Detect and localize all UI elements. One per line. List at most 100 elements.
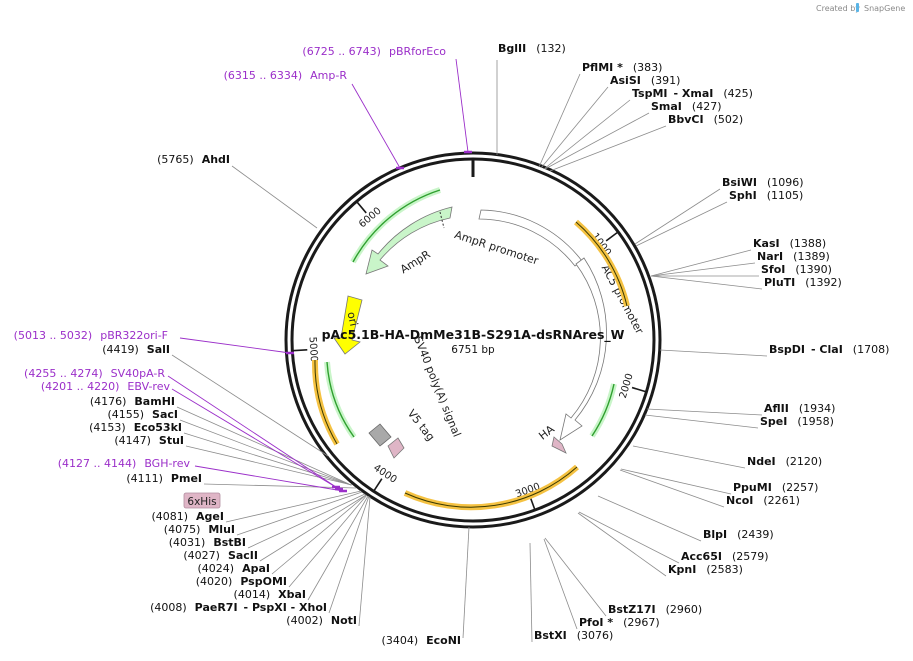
- enzyme-name: SphI: [729, 189, 757, 202]
- enzyme-label: (3404)EcoNI: [382, 634, 461, 647]
- green-arrow-left: [324, 361, 357, 439]
- enzyme-name: SacII: [228, 549, 258, 562]
- created-by-label: Created by: [816, 4, 860, 13]
- snapgene-logo-icon: [856, 3, 859, 12]
- plasmid-length: 6751 bp: [451, 344, 495, 356]
- enzyme-position: (1708): [853, 343, 890, 356]
- enzyme-name: SalI: [147, 343, 170, 356]
- green-arrow-left-line: [326, 361, 355, 438]
- enzyme-leader-line: [203, 483, 357, 489]
- enzyme-leader-line: [171, 354, 329, 457]
- enzyme-name: BglII: [498, 42, 526, 55]
- ampr-arrow: [365, 206, 453, 275]
- enzyme-position: (4147): [114, 434, 151, 447]
- enzyme-name: BstBI: [213, 536, 246, 549]
- enzyme-label: (4147) StuI: [114, 434, 184, 447]
- enzyme-name: BstZ17I: [608, 603, 656, 616]
- ampr-promoter-arrow: [478, 209, 583, 267]
- enzyme-position: (2579): [732, 550, 769, 563]
- enzyme-position: (1096): [767, 176, 804, 189]
- enzyme-label: BbvCI(502): [668, 113, 743, 126]
- enzyme-leader-line: [549, 125, 667, 172]
- enzyme-name: SacI: [152, 408, 178, 421]
- backbone-inner-ring: [290, 157, 656, 523]
- primer-label: (4127 .. 4144)BGH-rev: [58, 457, 191, 470]
- enzyme-leader-line: [635, 201, 728, 247]
- primer-label: (4201 .. 4220) EBV-rev: [41, 380, 171, 393]
- tick-mark-2000: [631, 386, 647, 393]
- enzyme-label: NarI(1389): [757, 250, 830, 263]
- enzyme-leader-line: [247, 493, 366, 549]
- enzyme-label: BglII (132): [498, 42, 566, 55]
- enzyme-label: SpeI(1958): [760, 415, 834, 428]
- enzyme-label: (4419)SalI: [102, 343, 170, 356]
- enzyme-name: AhdI: [202, 153, 230, 166]
- enzyme-name: PpuMI: [733, 481, 772, 494]
- enzyme-position: (4153): [89, 421, 126, 434]
- enzyme-label: TspMI- XmaI(425): [632, 87, 753, 100]
- enzyme-leader-line: [544, 537, 607, 617]
- green-arrow-top-left-line: [352, 189, 441, 263]
- enzyme-name: PspOMI: [240, 575, 287, 588]
- enzyme-leader-line: [271, 494, 367, 575]
- enzyme-leader-line: [650, 262, 756, 277]
- enzyme-position: (2967): [623, 616, 660, 629]
- enzyme-label: PpuMI(2257): [733, 481, 818, 494]
- primer-label: (6725 .. 6743)pBRforEco: [302, 45, 446, 58]
- enzyme-label: KasI(1388): [753, 237, 826, 250]
- primer-name: BGH-rev: [144, 457, 190, 470]
- enzyme-position: (5765): [157, 153, 194, 166]
- primer-name: pBR322ori-F: [100, 329, 168, 342]
- enzyme-leader-line: [650, 275, 763, 290]
- enzyme-aliases: - XmaI: [674, 87, 714, 100]
- enzyme-name: AgeI: [196, 510, 224, 523]
- enzyme-label: (4031) BstBI: [169, 536, 246, 549]
- enzyme-name: PmeI: [171, 472, 202, 485]
- enzyme-position: (2120): [786, 455, 823, 468]
- leader-lines: [171, 60, 768, 643]
- enzyme-name: PaeR7I: [195, 601, 238, 614]
- enzyme-leader-line: [236, 491, 363, 536]
- enzyme-name: SfoI: [761, 263, 785, 276]
- enzyme-name: SpeI: [760, 415, 787, 428]
- enzyme-position: (4020): [196, 575, 233, 588]
- enzyme-leader-line: [540, 86, 609, 169]
- enzyme-name: KpnI: [668, 563, 696, 576]
- enzyme-name: NdeI: [747, 455, 776, 468]
- enzyme-label: PflMI *(383): [582, 61, 662, 74]
- enzyme-label: BstXI(3076): [534, 629, 613, 642]
- primer-leader-line: [179, 337, 291, 354]
- enzyme-label: NcoI(2261): [726, 494, 800, 507]
- enzyme-position: (4031): [169, 536, 206, 549]
- enzyme-label: AflII(1934): [764, 402, 835, 415]
- primer-label: (6315 .. 6334)Amp-R: [224, 69, 348, 82]
- enzyme-position: (4081): [151, 510, 188, 523]
- enzyme-name: KasI: [753, 237, 780, 250]
- enzyme-name: StuI: [159, 434, 184, 447]
- enzyme-leader-line: [659, 349, 768, 357]
- enzyme-position: (3404): [382, 634, 419, 647]
- tick-mark-4000: [372, 478, 383, 492]
- enzyme-name: Eco53kI: [134, 421, 182, 434]
- enzyme-leader-line: [646, 408, 763, 416]
- v5-tag-label: V5 tag: [405, 407, 437, 443]
- enzyme-name: NotI: [331, 614, 357, 627]
- primer-range: (4201 .. 4220): [41, 380, 120, 393]
- primer-name: EBV-rev: [127, 380, 170, 393]
- enzyme-leader-line: [538, 73, 581, 168]
- enzyme-name: XbaI: [278, 588, 306, 601]
- enzyme-leader-line: [650, 249, 752, 277]
- plasmid-name: pAc5.1B-HA-DmMe31B-S291A-dsRNAres_W: [322, 327, 625, 343]
- backbone-outer-ring: [284, 151, 662, 529]
- enzyme-label: Acc65I(2579): [681, 550, 769, 563]
- enzyme-leader-line: [619, 469, 725, 508]
- primer-name: Amp-R: [310, 69, 347, 82]
- enzyme-position: (383): [633, 61, 663, 74]
- enzyme-name: BspDI: [769, 343, 805, 356]
- ori-arrow: [333, 295, 363, 355]
- primer-name: pBRforEco: [389, 45, 446, 58]
- enzyme-position: (2960): [666, 603, 703, 616]
- enzyme-name: BamHI: [134, 395, 175, 408]
- enzyme-label: AsiSI(391): [610, 74, 680, 87]
- enzyme-position: (132): [536, 42, 566, 55]
